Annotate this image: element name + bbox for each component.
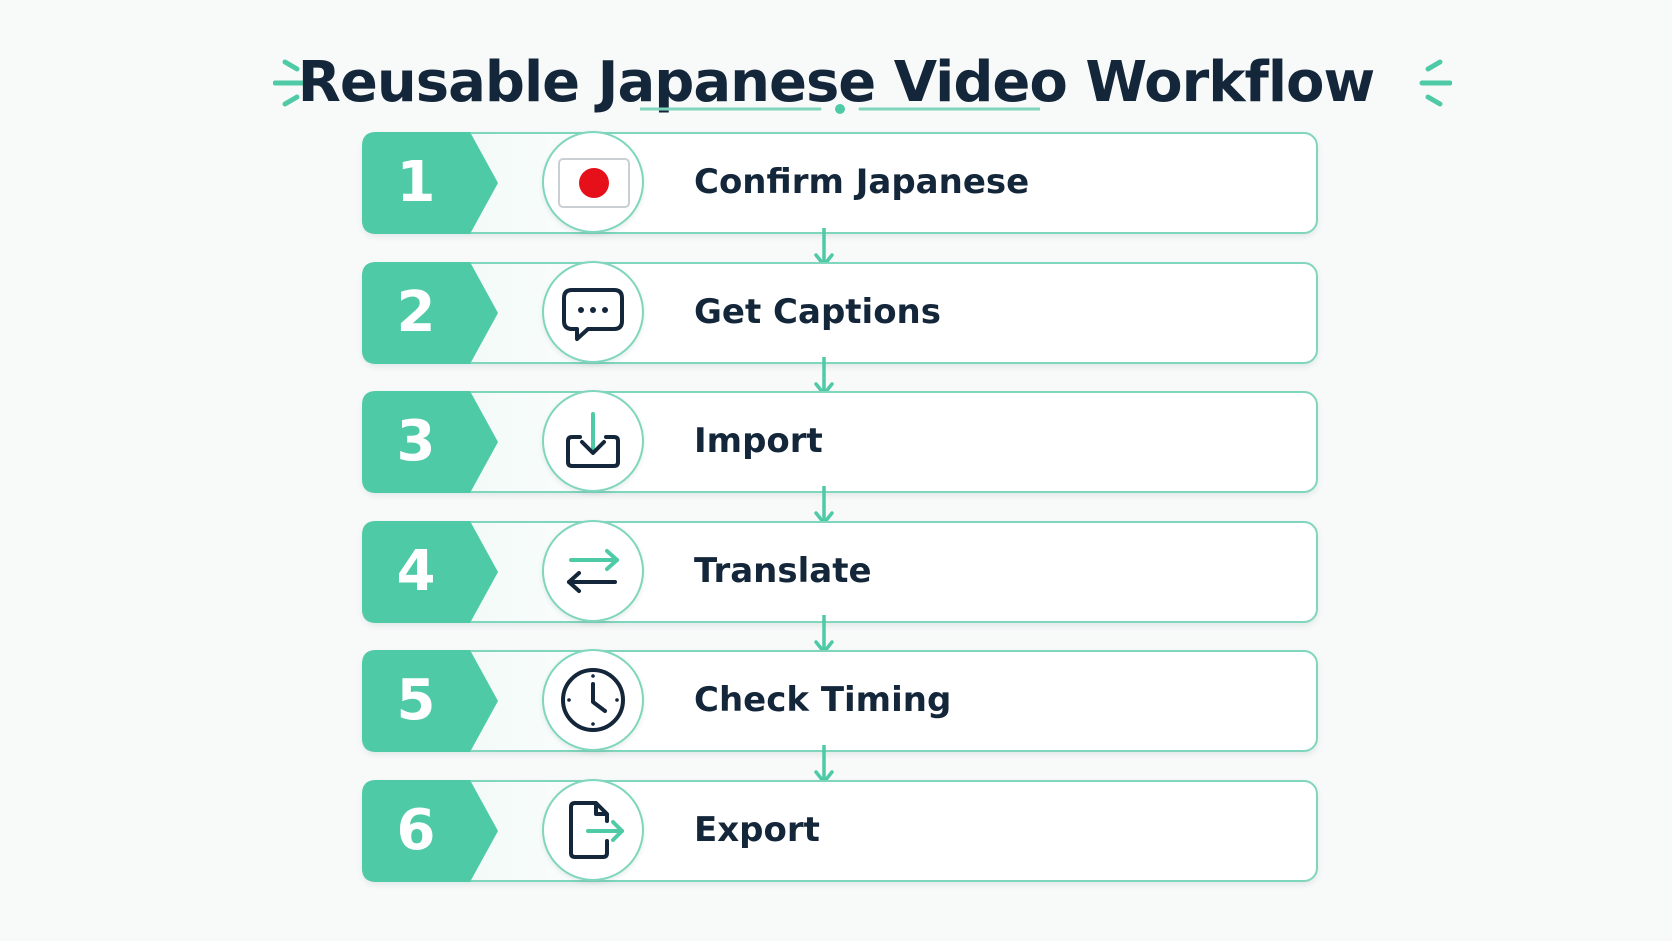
step-number-badge: 1 xyxy=(362,132,504,234)
title-area: Reusable Japanese Video Workflow xyxy=(0,20,1672,115)
step-card xyxy=(362,780,1318,882)
step-label: Get Captions xyxy=(694,292,941,332)
import-download-icon xyxy=(566,412,620,468)
step-card xyxy=(362,132,1318,234)
step-icon-circle xyxy=(542,390,644,492)
step-number: 2 xyxy=(396,280,436,345)
japan-flag-icon xyxy=(558,158,630,208)
workflow-step: 3 Import xyxy=(362,390,1318,493)
workflow-step: 5 Check Timing xyxy=(362,649,1318,752)
file-export-icon xyxy=(569,801,624,859)
step-number-badge: 4 xyxy=(362,521,504,623)
workflow-step: 4 Translate xyxy=(362,520,1318,623)
workflow-step: 1 Confirm Japanese xyxy=(362,131,1318,234)
title-burst-left-icon xyxy=(273,59,306,107)
clock-icon xyxy=(561,668,625,732)
step-number-badge: 3 xyxy=(362,391,504,493)
step-card xyxy=(362,521,1318,623)
step-number-badge: 2 xyxy=(362,262,504,364)
step-card xyxy=(362,262,1318,364)
step-number: 4 xyxy=(396,539,436,604)
step-number: 6 xyxy=(396,798,436,863)
step-number-badge: 6 xyxy=(362,780,504,882)
step-number-badge: 5 xyxy=(362,650,504,752)
step-number: 1 xyxy=(396,150,436,215)
step-number: 3 xyxy=(396,409,436,474)
title-underline xyxy=(640,104,1040,114)
swap-arrows-icon xyxy=(567,549,619,593)
step-icon-circle xyxy=(542,131,644,233)
step-icon-circle xyxy=(542,649,644,751)
step-card xyxy=(362,650,1318,752)
step-label: Confirm Japanese xyxy=(694,162,1030,202)
step-card xyxy=(362,391,1318,493)
step-label: Translate xyxy=(694,551,872,591)
workflow-step: 6 Export xyxy=(362,779,1318,882)
step-icon-circle xyxy=(542,779,644,881)
step-icon-circle xyxy=(542,520,644,622)
step-number: 5 xyxy=(396,668,436,733)
step-label: Import xyxy=(694,421,823,461)
page-title: Reusable Japanese Video Workflow xyxy=(297,50,1375,115)
step-label: Check Timing xyxy=(694,680,952,720)
chat-bubble-icon xyxy=(562,288,624,341)
workflow-step: 2 Get Captions xyxy=(362,261,1318,364)
title-burst-right-icon xyxy=(1419,59,1452,107)
step-icon-circle xyxy=(542,261,644,363)
step-label: Export xyxy=(694,810,820,850)
